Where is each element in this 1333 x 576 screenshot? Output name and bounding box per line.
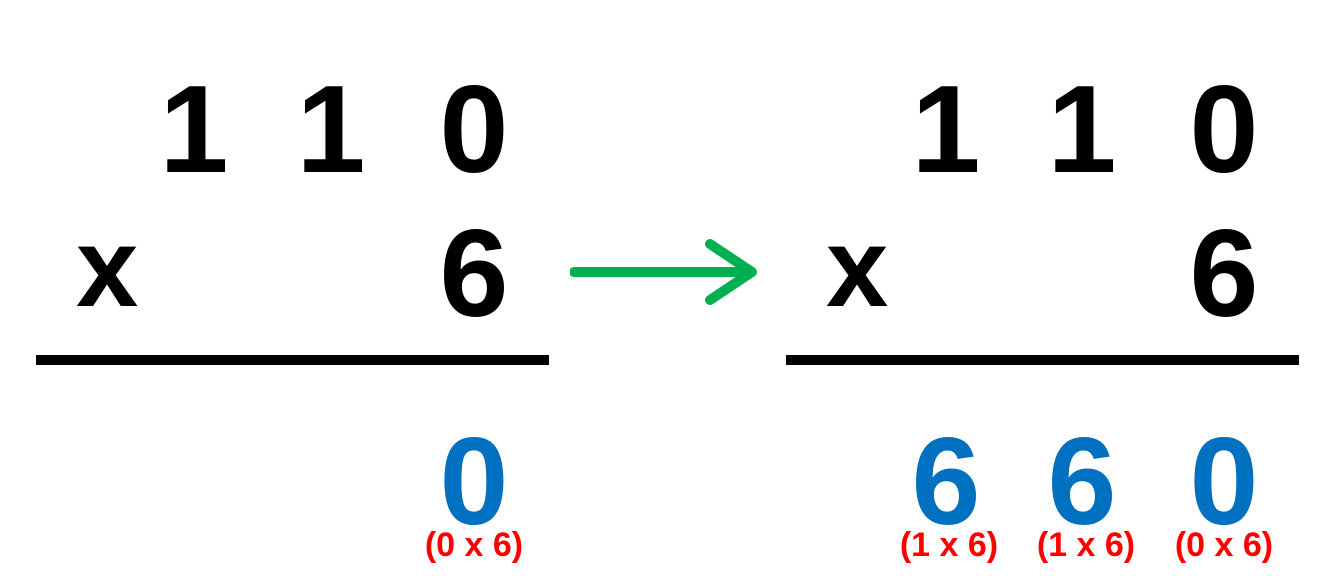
left-result-note-ones: (0 x 6): [424, 526, 524, 564]
right-arrow-icon: [570, 239, 757, 305]
right-result-note-ones: (0 x 6): [1174, 526, 1274, 564]
left-multiply-sign: x: [76, 205, 139, 330]
left-result-line: [36, 355, 549, 365]
left-result-digit-ones: 0: [439, 413, 509, 551]
right-result-digit-tens: 6: [1047, 413, 1117, 551]
left-multiplicand-digit-hundreds: 1: [159, 61, 229, 199]
right-result-line: [786, 355, 1299, 365]
left-multiplier: 6: [439, 205, 509, 343]
right-result-digit-ones: 0: [1189, 413, 1259, 551]
left-multiplicand-digit-tens: 1: [296, 61, 366, 199]
right-multiplier: 6: [1189, 205, 1259, 343]
right-multiplicand-digit-tens: 1: [1047, 61, 1117, 199]
right-result-note-hundreds: (1 x 6): [899, 526, 999, 564]
left-multiplicand-digit-ones: 0: [439, 61, 509, 199]
right-multiply-sign: x: [826, 205, 889, 330]
right-multiplicand-digit-hundreds: 1: [911, 61, 981, 199]
right-result-note-tens: (1 x 6): [1036, 526, 1136, 564]
right-multiplicand-digit-ones: 0: [1189, 61, 1259, 199]
right-result-digit-hundreds: 6: [911, 413, 981, 551]
